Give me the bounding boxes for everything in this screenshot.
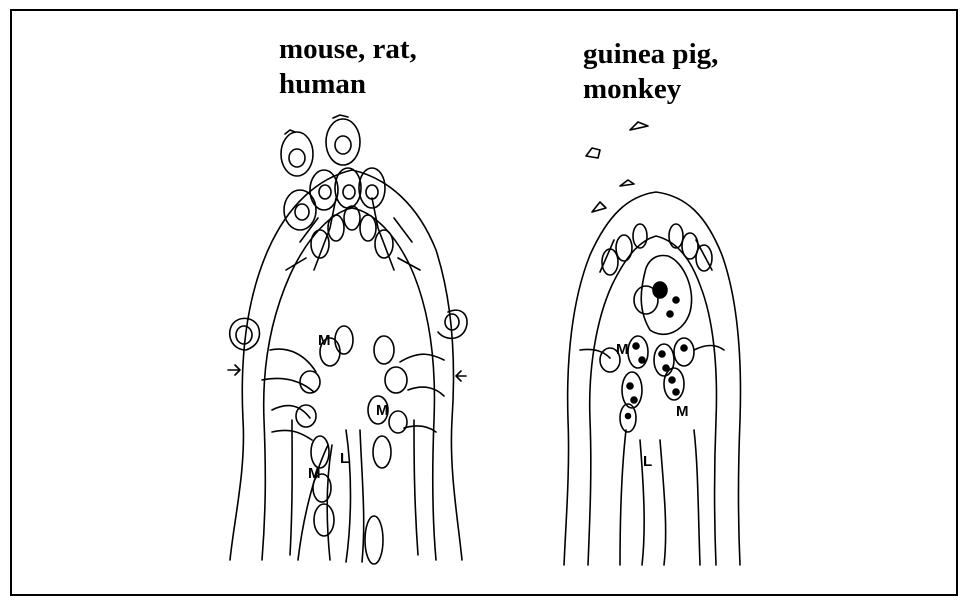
- right-label-m-1: M: [616, 341, 629, 358]
- right-label-m-2: M: [676, 403, 689, 420]
- left-arrow: [228, 365, 240, 375]
- left-label-m-2: M: [376, 402, 389, 419]
- left-label-l: L: [340, 450, 349, 467]
- right-arrow: [456, 371, 466, 381]
- right-villus-outline: [564, 122, 740, 565]
- left-label-m-3: M: [308, 465, 321, 482]
- left-label-m-1: M: [318, 332, 331, 349]
- left-villus-outline: [230, 115, 467, 564]
- right-label-l: L: [643, 453, 652, 470]
